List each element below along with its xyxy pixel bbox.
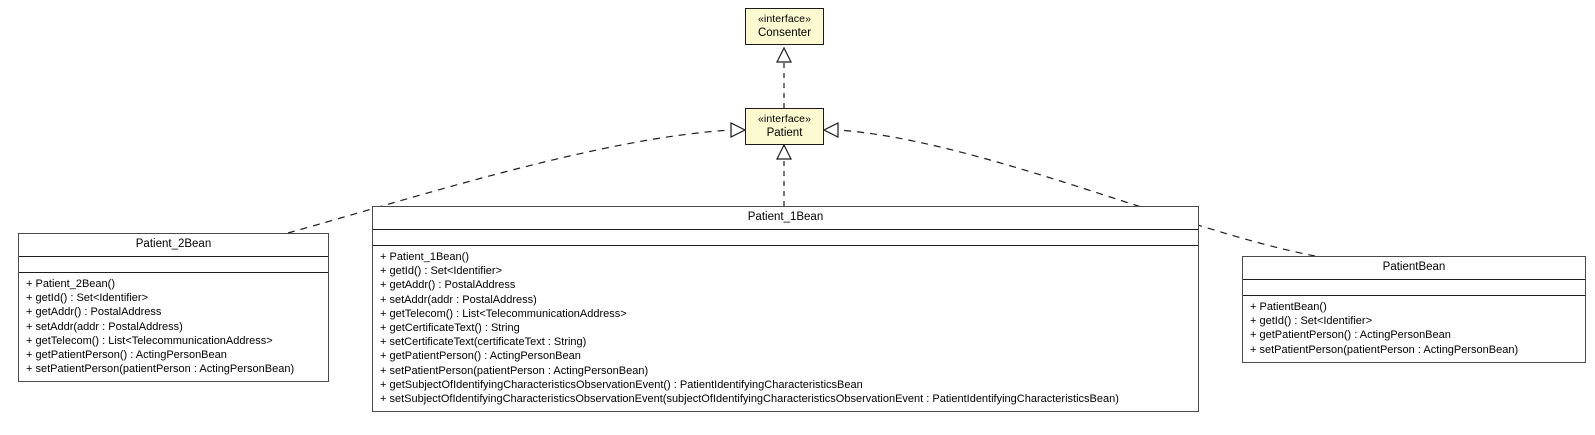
edge-patient-extends-consenter xyxy=(776,46,792,108)
patient-name: Patient xyxy=(766,127,803,139)
operation-row: + getId() : Set<Identifier> xyxy=(1250,315,1372,328)
patient-bean-title: PatientBean xyxy=(1382,261,1446,273)
patient-2-bean-title: Patient_2Bean xyxy=(135,238,212,250)
class-node-patient-1-bean[interactable]: Patient_1Bean + Patient_1Bean() + getId()… xyxy=(372,206,1199,413)
operation-row: + setPatientPerson(patientPerson : Actin… xyxy=(1250,343,1519,356)
class-node-consenter[interactable]: «interface» Consenter xyxy=(745,8,824,45)
operation-row: + getPatientPerson() : ActingPersonBean xyxy=(380,350,581,363)
divider xyxy=(1243,295,1585,296)
class-node-patient-2-bean[interactable]: Patient_2Bean + Patient_2Bean() + getId()… xyxy=(18,233,329,383)
divider xyxy=(19,256,328,257)
patient-1-bean-attributes xyxy=(373,230,1198,245)
class-node-patient-bean[interactable]: PatientBean + PatientBean() + getId() : S… xyxy=(1242,256,1586,363)
divider xyxy=(373,245,1198,246)
patient-1-bean-title: Patient_1Bean xyxy=(747,211,824,223)
operation-row: + getAddr() : PostalAddress xyxy=(380,279,516,292)
patient-stereotype: «interface» xyxy=(757,113,812,125)
patient-bean-attributes xyxy=(1243,280,1585,295)
class-node-patient[interactable]: «interface» Patient xyxy=(745,108,824,145)
operation-row: + getCertificateText() : String xyxy=(380,322,520,335)
patient-bean-operations: + PatientBean() + getId() : Set<Identifie… xyxy=(1243,296,1585,362)
patient-2-bean-attributes xyxy=(19,257,328,272)
consenter-name: Consenter xyxy=(757,27,812,39)
edge-patient1bean-realizes-patient xyxy=(776,143,792,206)
operation-row: + Patient_2Bean() xyxy=(26,278,115,290)
operation-row: + setSubjectOfIdentifyingCharacteristics… xyxy=(380,393,1119,406)
divider xyxy=(1243,279,1585,280)
consenter-title: «interface» Consenter xyxy=(746,9,823,44)
operation-row: + getId() : Set<Identifier> xyxy=(380,265,502,278)
operation-row: + setAddr(addr : PostalAddress) xyxy=(26,320,183,333)
operation-row: + setPatientPerson(patientPerson : Actin… xyxy=(26,363,295,376)
divider xyxy=(373,229,1198,230)
operation-row: + getAddr() : PostalAddress xyxy=(26,306,162,319)
operation-row: + setAddr(addr : PostalAddress) xyxy=(380,293,537,306)
operation-row: + setCertificateText(certificateText : S… xyxy=(380,336,587,349)
divider xyxy=(19,272,328,273)
operation-row: + Patient_1Bean() xyxy=(380,251,469,263)
operation-row: + getTelecom() : List<TelecommunicationA… xyxy=(26,334,273,347)
consenter-stereotype: «interface» xyxy=(757,13,812,25)
operation-row: + getId() : Set<Identifier> xyxy=(26,292,148,305)
patient-2-bean-operations: + Patient_2Bean() + getId() : Set<Identif… xyxy=(19,273,328,381)
operation-row: + setPatientPerson(patientPerson : Actin… xyxy=(380,364,649,377)
operation-row: + PatientBean() xyxy=(1250,301,1327,313)
patient-1-bean-operations: + Patient_1Bean() + getId() : Set<Identif… xyxy=(373,246,1198,411)
operation-row: + getPatientPerson() : ActingPersonBean xyxy=(26,349,227,362)
operation-row: + getSubjectOfIdentifyingCharacteristics… xyxy=(380,378,863,391)
operation-row: + getTelecom() : List<TelecommunicationA… xyxy=(380,307,627,320)
operation-row: + getPatientPerson() : ActingPersonBean xyxy=(1250,329,1451,342)
patient-title: «interface» Patient xyxy=(746,109,823,144)
